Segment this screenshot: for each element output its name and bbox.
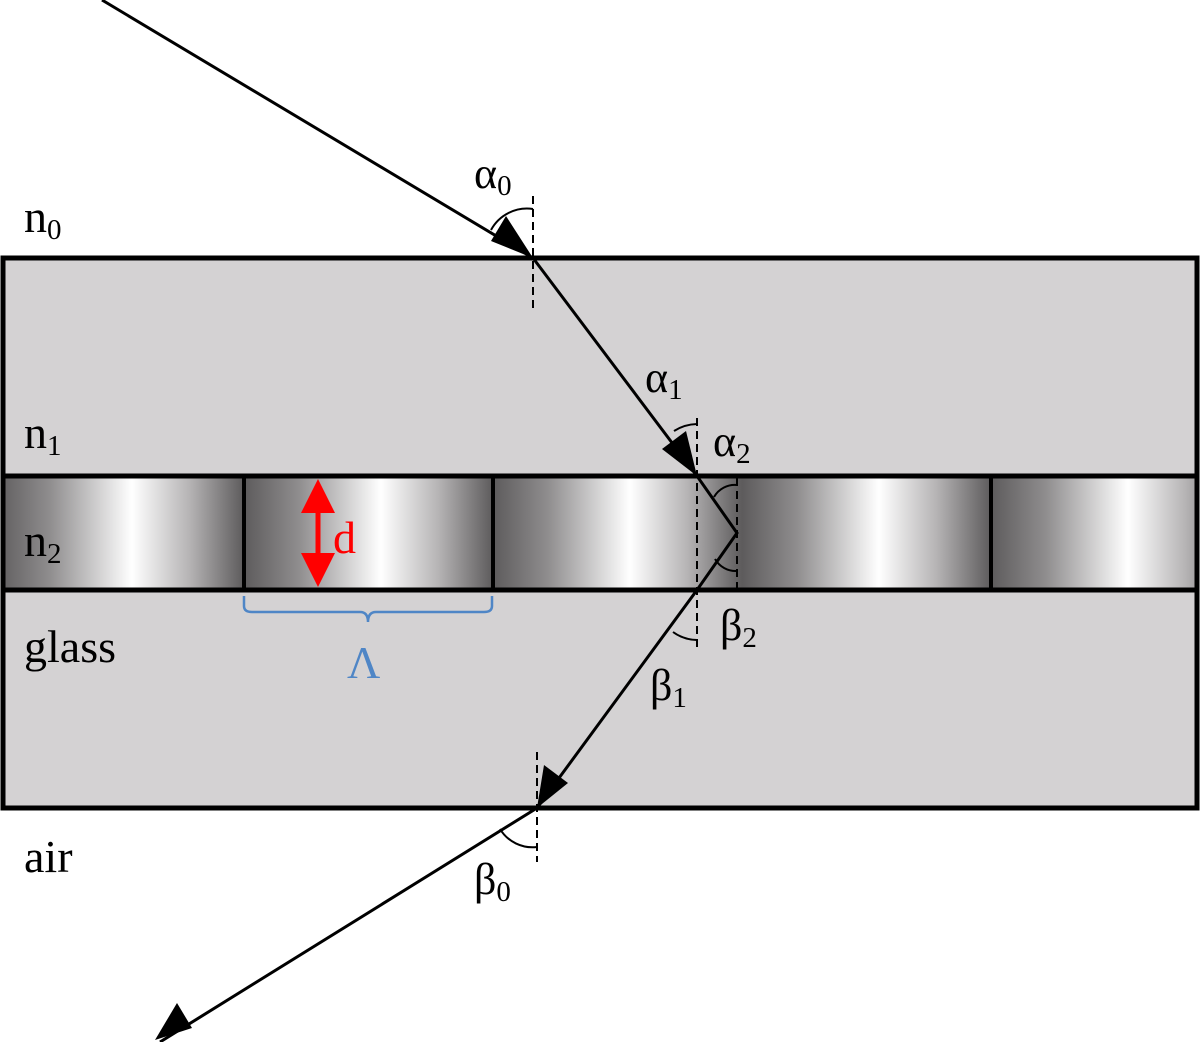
glass-substrate [0, 587, 1200, 811]
label-beta2: β2 [720, 601, 757, 654]
label-alpha1: α1 [645, 353, 683, 406]
label-alpha2: α2 [713, 417, 751, 470]
arrowhead-exit [155, 1003, 192, 1040]
label-beta1: β1 [650, 661, 687, 714]
arrowhead-incident [491, 216, 533, 258]
period-bracket [242, 596, 494, 623]
grating-period-dividers [242, 476, 993, 590]
label-air: air [24, 831, 73, 882]
label-n0: n0 [24, 191, 62, 246]
n1-layer [0, 255, 1200, 479]
beta1-arc [672, 631, 698, 641]
alpha0-arc [490, 207, 534, 231]
thickness-label: d [333, 512, 356, 563]
label-alpha0: α0 [474, 149, 512, 202]
alpha2-arc [713, 483, 738, 498]
label-glass: glass [24, 621, 116, 672]
period-label: Λ [347, 637, 380, 688]
ray-arrowheads [155, 216, 697, 1040]
alpha1-arc [673, 423, 698, 432]
thickness-marker [301, 479, 335, 587]
label-n2: n2 [24, 515, 62, 570]
grating-layer [0, 473, 1200, 593]
beta0-arc [499, 828, 538, 849]
arrowhead-glass [537, 765, 568, 808]
label-n1: n1 [24, 407, 62, 462]
label-beta0: β0 [474, 855, 511, 908]
arrowhead-n1 [662, 431, 697, 476]
